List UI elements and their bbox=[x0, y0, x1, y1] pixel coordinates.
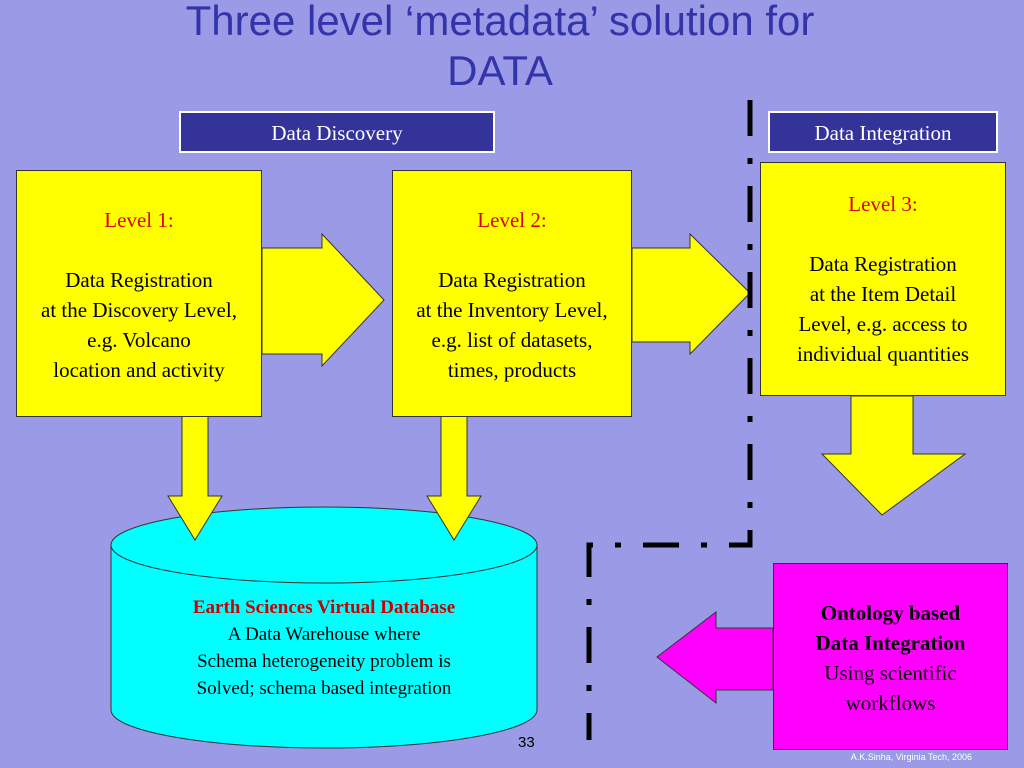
level-3-label: Level 3: bbox=[848, 192, 918, 216]
level-3-line-1: Data Registration bbox=[809, 252, 957, 276]
level-3-box: Level 3: Data Registration at the Item D… bbox=[760, 162, 1006, 396]
database-line-2: Schema heterogeneity problem is bbox=[197, 651, 451, 672]
level-2-box: Level 2: Data Registration at the Invent… bbox=[392, 170, 632, 417]
title-line-1: Three level ‘metadata’ solution for bbox=[185, 0, 815, 44]
data-discovery-header: Data Discovery bbox=[179, 111, 495, 153]
level-3-line-2: at the Item Detail bbox=[809, 282, 957, 306]
separator-end-mark: - bbox=[586, 722, 591, 738]
level-1-box: Level 1: Data Registration at the Discov… bbox=[16, 170, 262, 417]
database-cylinder bbox=[110, 506, 538, 749]
left-arrow-ontology-to-database bbox=[656, 610, 774, 705]
integration-separator-line bbox=[586, 100, 753, 740]
down-arrow-level3 bbox=[820, 395, 967, 516]
level-3-line-3: Level, e.g. access to bbox=[798, 312, 968, 336]
level-1-line-4: location and activity bbox=[53, 358, 225, 382]
level-2-line-3: e.g. list of datasets, bbox=[431, 328, 593, 352]
level-1-line-2: at the Discovery Level, bbox=[41, 298, 237, 322]
ontology-line-1: Using scientific bbox=[824, 661, 957, 685]
level-3-line-4: individual quantities bbox=[796, 342, 970, 366]
page-number: 33 bbox=[518, 734, 535, 751]
ontology-box: Ontology based Data Integration Using sc… bbox=[773, 563, 1008, 750]
data-integration-header: Data Integration bbox=[768, 111, 998, 153]
level-2-line-1: Data Registration bbox=[438, 268, 586, 292]
level-1-label: Level 1: bbox=[104, 208, 174, 232]
level-2-label: Level 2: bbox=[477, 208, 547, 232]
ontology-title-line-2: Data Integration bbox=[815, 631, 966, 655]
right-arrow-level1-to-level2 bbox=[261, 232, 385, 368]
database-line-1: A Data Warehouse where bbox=[227, 624, 421, 645]
database-line-3: Solved; schema based integration bbox=[196, 678, 452, 699]
author-credit: A.K.Sinha, Virginia Tech, 2006 bbox=[850, 752, 972, 762]
level-1-line-1: Data Registration bbox=[65, 268, 213, 292]
ontology-title-line-1: Ontology based bbox=[820, 601, 961, 625]
level-2-line-2: at the Inventory Level, bbox=[416, 298, 608, 322]
database-text: Earth Sciences Virtual Database A Data W… bbox=[112, 594, 536, 702]
level-1-line-3: e.g. Volcano bbox=[87, 328, 191, 352]
database-title: Earth Sciences Virtual Database bbox=[192, 597, 456, 618]
right-arrow-level2-to-level3 bbox=[631, 232, 751, 356]
slide-title: Three level ‘metadata’ solution for DATA bbox=[0, 0, 1000, 96]
title-line-2: DATA bbox=[447, 47, 553, 94]
level-2-line-4: times, products bbox=[447, 358, 577, 382]
ontology-line-2: workflows bbox=[845, 691, 936, 715]
